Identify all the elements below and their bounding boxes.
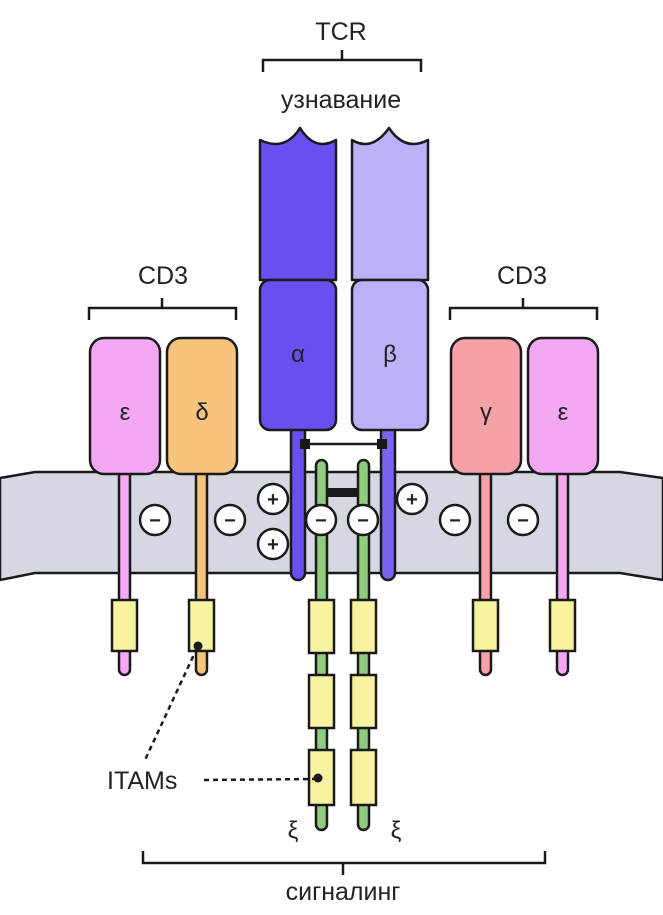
svg-text:−: − [149, 510, 161, 532]
zeta-left-label: ξ [288, 817, 299, 844]
charge-minus-zeta-left: − [306, 505, 336, 535]
cd3-left-bracket [89, 298, 236, 320]
charge-plus-beta: + [397, 484, 427, 514]
zeta-disulfide-bond [326, 488, 358, 497]
itams-label: ITAMs [107, 767, 177, 795]
beta-label: β [383, 341, 397, 368]
itams-pointer-zeta [204, 779, 316, 780]
charge-minus-gamma: − [440, 505, 470, 535]
svg-text:−: − [449, 510, 461, 532]
epsilon-right-label: ε [558, 399, 569, 426]
charge-plus-alpha-2: + [258, 529, 288, 559]
signaling-label: сигналинг [286, 878, 401, 906]
charge-plus-alpha-1: + [258, 484, 288, 514]
cd3-right-bracket [450, 298, 597, 320]
gamma-label: γ [480, 399, 492, 426]
svg-text:+: + [406, 489, 418, 511]
tcr-label: TCR [315, 18, 366, 46]
epsilon-left-itam [112, 600, 137, 651]
zeta-right-label: ξ [391, 817, 402, 844]
charge-minus-epsilon-left: − [140, 505, 170, 535]
gamma-itam [473, 600, 498, 651]
beta-bond-end [377, 439, 387, 449]
charge-minus-epsilon-right: − [508, 505, 538, 535]
delta-label: δ [195, 399, 208, 426]
svg-text:−: − [315, 510, 327, 532]
alpha-bond-end [300, 439, 310, 449]
cd3-left-label: CD3 [138, 262, 188, 290]
zeta-right-itam-3 [351, 750, 376, 805]
signaling-bracket [143, 851, 545, 875]
charge-minus-zeta-right: − [348, 505, 378, 535]
svg-text:−: − [224, 510, 236, 532]
svg-text:−: − [357, 510, 369, 532]
charge-minus-delta: − [215, 505, 245, 535]
zeta-left-itam-1 [309, 600, 334, 653]
alpha-variable-domain [260, 128, 336, 280]
epsilon-left-label: ε [120, 399, 131, 426]
svg-text:−: − [517, 510, 529, 532]
recognition-label: узнавание [281, 86, 401, 114]
delta-itam-marker [194, 642, 203, 651]
itams-pointer-delta [145, 648, 197, 760]
beta-variable-domain [352, 128, 428, 280]
svg-text:+: + [267, 534, 279, 556]
zeta-left-itam-2 [309, 675, 334, 728]
zeta-right-itam-2 [351, 675, 376, 728]
zeta-right-itam-1 [351, 600, 376, 653]
cd3-right-label: CD3 [497, 262, 547, 290]
tcr-bracket [263, 50, 421, 72]
svg-text:+: + [267, 489, 279, 511]
epsilon-right-itam [550, 600, 575, 651]
alpha-label: α [291, 341, 305, 368]
